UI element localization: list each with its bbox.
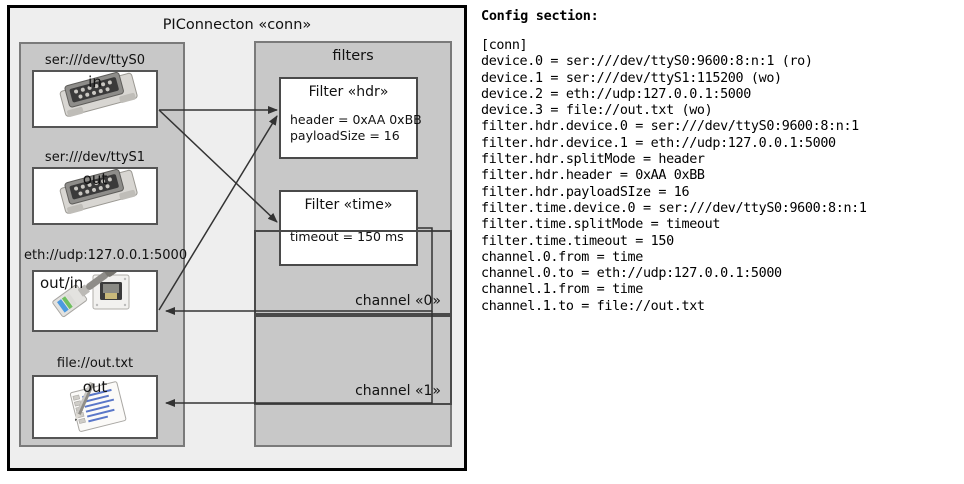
config-line: filter.hdr.payloadSIze = 16 — [481, 184, 690, 200]
device-direction: out — [82, 378, 108, 396]
filter-title: Filter «time» — [304, 197, 393, 213]
config-line: device.3 = file://out.txt (wo) — [481, 103, 713, 119]
config-line: device.0 = ser:///dev/ttyS0:9600:8:n:1 (… — [481, 54, 813, 70]
config-line: device.1 = ser:///dev/ttyS1:115200 (wo) — [481, 70, 782, 86]
channel-0[interactable]: channel «0» — [254, 230, 452, 315]
config-line: channel.1.from = time — [481, 282, 643, 298]
serial-port-icon — [59, 169, 138, 214]
filter-property: payloadSize = 16 — [290, 128, 400, 143]
device-label: ser:///dev/ttyS0 — [44, 53, 146, 68]
device-box: out — [32, 375, 158, 439]
device-label: eth://udp:127.0.0.1:5000 — [24, 248, 188, 263]
filter-time[interactable]: Filter «time» timeout = 150 ms — [279, 190, 418, 266]
config-line: filter.time.splitMode = timeout — [481, 217, 721, 233]
wire-eth-to-hdr — [158, 115, 278, 311]
channel-label: channel «1» — [355, 383, 441, 399]
filter-title: Filter «hdr» — [308, 84, 389, 100]
package-title: PIConnecton «conn» — [162, 17, 312, 33]
filter-property: header = 0xAA 0xBB — [290, 112, 422, 127]
ethernet-port-icon — [52, 272, 130, 318]
config-panel: Config section: [conn]device.0 = ser:///… — [481, 8, 959, 315]
wire-channel1-to-file — [165, 311, 433, 407]
connector-lines — [158, 106, 433, 407]
config-text: [conn]device.0 = ser:///dev/ttyS0:9600:8… — [481, 38, 959, 315]
channel-label: channel «0» — [355, 293, 441, 309]
filters-group-title: filters — [332, 48, 374, 64]
config-line: device.2 = eth://udp:127.0.0.1:5000 — [481, 86, 751, 102]
device-box: out/in — [32, 270, 158, 332]
device-direction: out/in — [40, 274, 84, 292]
text-file-icon — [69, 381, 127, 432]
wire-channel0-to-eth — [165, 227, 433, 315]
config-line: [conn] — [481, 38, 528, 53]
device-label: file://out.txt — [56, 356, 134, 371]
config-line: filter.hdr.device.1 = eth://udp:127.0.0.… — [481, 135, 836, 151]
wire-serial0-to-time — [158, 109, 278, 223]
config-line: filter.hdr.device.0 = ser:///dev/ttyS0:9… — [481, 119, 859, 135]
device-direction: out — [82, 170, 108, 188]
filter-hdr[interactable]: Filter «hdr» header = 0xAA 0xBB payloadS… — [279, 77, 422, 159]
config-line: filter.hdr.header = 0xAA 0xBB — [481, 168, 705, 184]
config-line: filter.time.device.0 = ser:///dev/ttyS0:… — [481, 200, 867, 216]
config-line: channel.0.from = time — [481, 249, 643, 265]
config-line: filter.hdr.splitMode = header — [481, 152, 705, 168]
filter-property: timeout = 150 ms — [290, 229, 404, 244]
serial-port-icon — [59, 72, 138, 117]
config-line: channel.1.to = file://out.txt — [481, 298, 705, 314]
device-direction: in — [88, 73, 102, 91]
config-line: channel.0.to = eth://udp:127.0.0.1:5000 — [481, 266, 782, 282]
config-line: filter.time.timeout = 150 — [481, 233, 674, 249]
device-box: in — [32, 70, 158, 128]
config-heading: Config section: — [481, 8, 599, 24]
device-box: out — [32, 167, 158, 225]
channel-1[interactable]: channel «1» — [254, 315, 452, 405]
device-label: ser:///dev/ttyS1 — [44, 150, 146, 165]
